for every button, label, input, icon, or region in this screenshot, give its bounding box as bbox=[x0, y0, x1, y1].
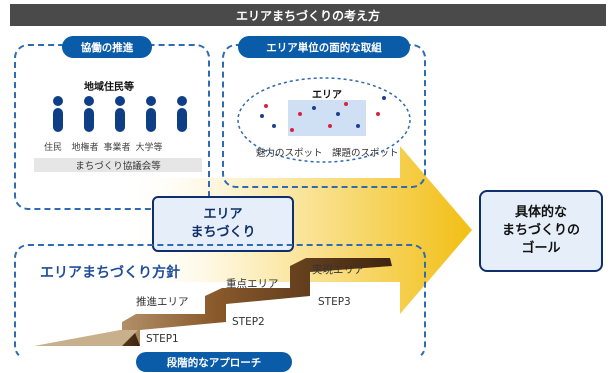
person-label-business: 事業者 bbox=[103, 143, 131, 153]
stepwise-approach-pill: 段階的なアプローチ bbox=[136, 352, 292, 372]
area-initiative-pill: エリア単位の面的な取組 bbox=[238, 36, 410, 58]
area-label: エリア bbox=[312, 90, 342, 101]
area-ellipse bbox=[237, 77, 411, 163]
goal-box: 具体的な まちづくりの ゴール bbox=[479, 190, 603, 272]
staircase bbox=[34, 258, 392, 346]
area-machizukuri-line2: まちづくり bbox=[190, 225, 256, 240]
person-icon bbox=[53, 96, 63, 132]
area-label-priority: 重点エリア bbox=[226, 278, 279, 290]
attractive-spot-label: 魅力のスポット bbox=[256, 148, 323, 159]
step-label-2: STEP2 bbox=[232, 316, 265, 328]
step-label-1: STEP1 bbox=[146, 333, 179, 345]
area-label-promotion: 推進エリア bbox=[136, 296, 189, 308]
goal-line1: 具体的な bbox=[514, 204, 567, 220]
header-title: エリアまちづくりの考え方 bbox=[235, 8, 380, 23]
person-icon bbox=[177, 96, 187, 132]
issue-spot-label: 課題のスポット bbox=[332, 148, 399, 159]
header-title-bar: エリアまちづくりの考え方 bbox=[10, 4, 606, 26]
person-label-resident: 住民 bbox=[43, 143, 62, 153]
area-machizukuri-box: エリア まちづくり bbox=[152, 196, 294, 252]
area-initiative-pill-label: エリア単位の面的な取組 bbox=[266, 41, 382, 54]
area-label-realization: 実現エリア bbox=[312, 264, 365, 276]
council-text: まちづくり協議会等 bbox=[75, 161, 161, 172]
collaboration-pill-label: 協働の推進 bbox=[80, 41, 134, 54]
people-icons bbox=[53, 96, 187, 132]
policy-panel bbox=[14, 244, 426, 360]
council-label: まちづくり協議会等 bbox=[34, 158, 202, 172]
step-label-3: STEP3 bbox=[318, 296, 351, 308]
person-label-landowner: 地権者 bbox=[71, 143, 99, 153]
person-icon bbox=[115, 96, 125, 132]
person-icon bbox=[84, 96, 94, 132]
policy-title: エリアまちづくり方針 bbox=[40, 265, 180, 281]
stepwise-approach-label: 段階的なアプローチ bbox=[166, 356, 262, 369]
person-icon bbox=[146, 96, 156, 132]
collaboration-pill: 協働の推進 bbox=[62, 36, 152, 58]
person-label-university: 大学等 bbox=[135, 143, 163, 153]
goal-line3: ゴール bbox=[521, 241, 561, 257]
residents-heading: 地域住民等 bbox=[84, 82, 134, 93]
goal-line2: まちづくりの bbox=[501, 222, 580, 238]
area-machizukuri-line1: エリア bbox=[203, 207, 243, 223]
